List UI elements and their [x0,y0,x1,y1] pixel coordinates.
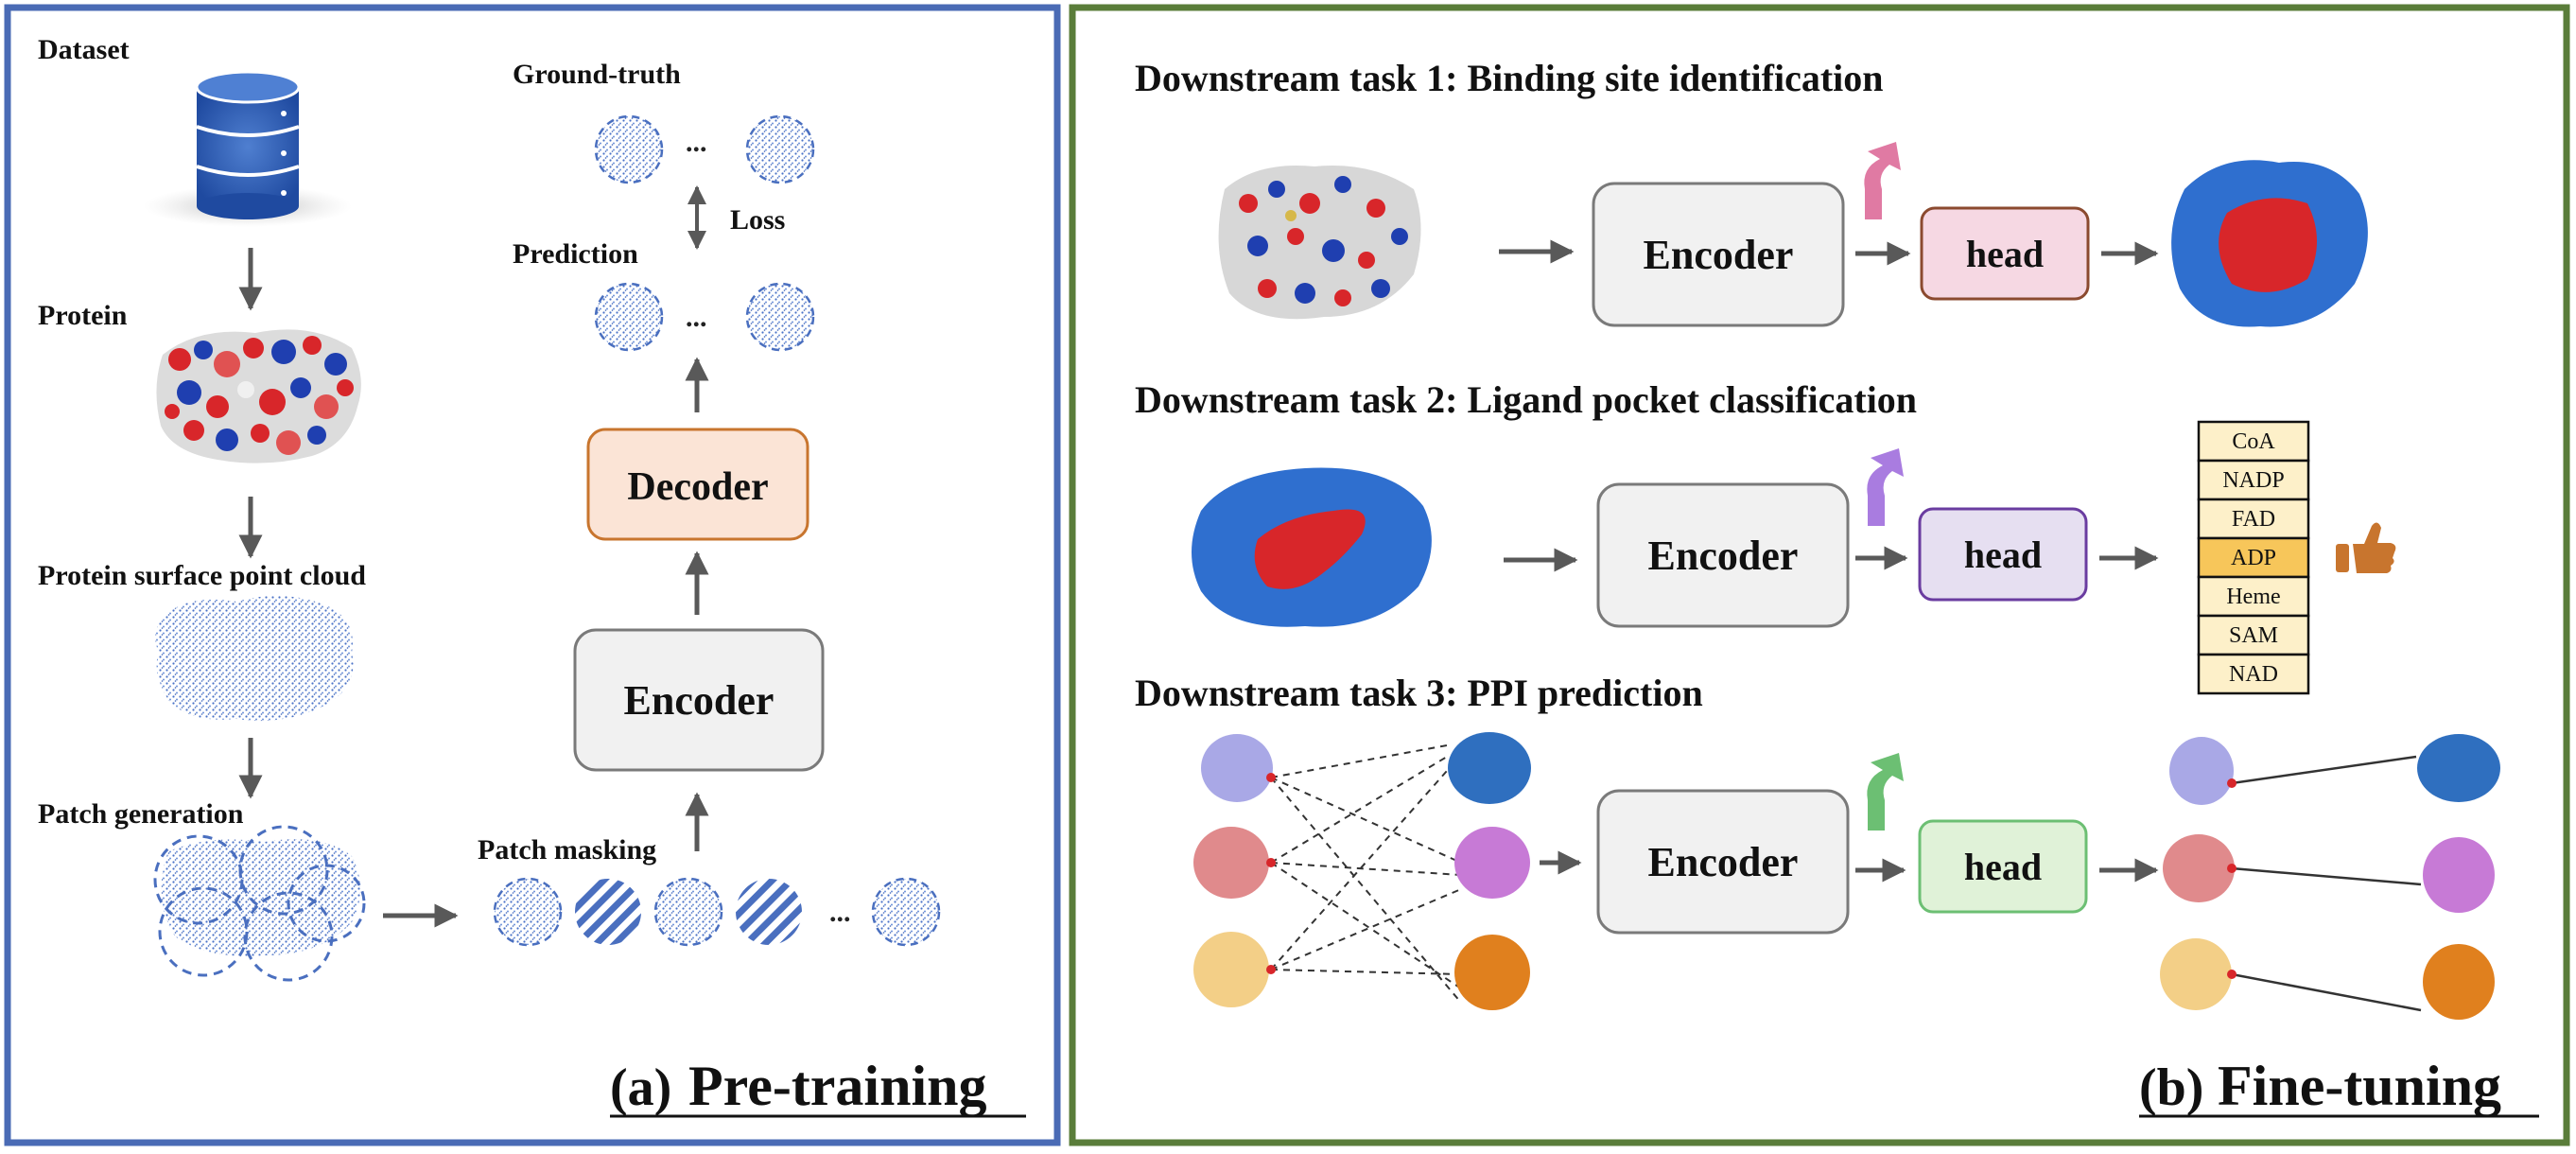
dataset-label: Dataset [38,34,130,65]
protein-label: Protein [38,300,128,331]
task2-encoder-box [1596,482,1850,628]
ligand-label: NAD [2229,662,2278,687]
task2-head-box [1918,507,2088,602]
protein-structure-image [156,329,361,463]
ground-truth-patches: ... [594,114,815,184]
task2-head-label: head [1964,533,2042,576]
ground-truth-label: Ground-truth [513,59,681,90]
task1-tuning-arrow-icon [1864,142,1901,219]
encoder-label-pretraining: Encoder [624,677,775,724]
task2-title: Downstream task 2: Ligand pocket classif… [1135,378,1917,421]
panel-title-b: Fine-tuning [2218,1055,2501,1117]
visible-patch [871,877,941,947]
task1-title: Downstream task 1: Binding site identifi… [1135,57,1884,99]
panel-title-a: Pre-training [688,1055,987,1117]
database-icon [144,70,352,227]
task3-encoder-box [1596,789,1850,935]
panel-tag-a: (a) [610,1058,671,1117]
surface-point-cloud [155,595,354,722]
task3-encoder-label: Encoder [1648,839,1799,885]
finetuning-panel-title: (b) Fine-tuning [2139,1055,2539,1118]
task2-input-pocket [1192,467,1432,627]
ellipsis: ... [686,302,707,333]
ligand-label: CoA [2232,429,2275,454]
task1-encoder-label: Encoder [1644,232,1794,278]
ppi-output-proteins [2160,734,2500,1020]
ligand-label: Heme [2226,585,2280,609]
task1-head-label: head [1966,233,2044,275]
ligand-cell [2197,498,2310,540]
visible-patch [493,877,563,947]
ligand-label: NADP [2222,468,2284,493]
patch-masking-label: Patch masking [478,834,656,866]
masked-patch-row: ... [493,877,941,947]
finetuning-panel-border [1069,4,2570,1146]
task1-input-protein [1218,166,1421,320]
task3-head-box [1918,819,2088,914]
patch-generation-label: Patch generation [38,798,244,830]
ligand-label: ADP [2231,546,2276,570]
prediction-patches: ... [594,282,815,352]
panel-tag-b: (b) [2139,1058,2203,1117]
decoder-box [586,428,809,541]
masked-patch [575,879,641,945]
pretraining-panel-title: (a) Pre-training [610,1055,1026,1118]
decoder-label: Decoder [627,465,768,509]
ppi-input-proteins [1193,732,1531,1010]
task3-title: Downstream task 3: PPI prediction [1135,672,1703,714]
patch-generation-image [153,825,366,982]
point-cloud-label: Protein surface point cloud [38,560,366,591]
thumbs-up-icon [2336,522,2396,573]
ligand-cell [2197,653,2310,695]
task2-encoder-label: Encoder [1648,533,1799,579]
ligand-label: FAD [2232,507,2275,532]
visible-patch [653,877,723,947]
encoder-box-pretraining [573,628,825,772]
ligand-label: SAM [2229,623,2278,648]
ellipsis: ... [829,897,851,928]
task1-encoder-box [1592,182,1845,327]
task3-tuning-arrow-icon [1867,753,1904,831]
loss-label: Loss [730,204,785,236]
masked-patch [736,879,802,945]
task1-output-binding-site [2171,160,2368,327]
prediction-label: Prediction [513,238,638,270]
ligand-cell [2197,459,2310,501]
ellipsis: ... [686,127,707,158]
task1-head-box [1920,206,2090,301]
task2-tuning-arrow-icon [1867,448,1904,526]
task3-head-label: head [1964,846,2042,888]
pretraining-panel-border [4,4,1061,1146]
